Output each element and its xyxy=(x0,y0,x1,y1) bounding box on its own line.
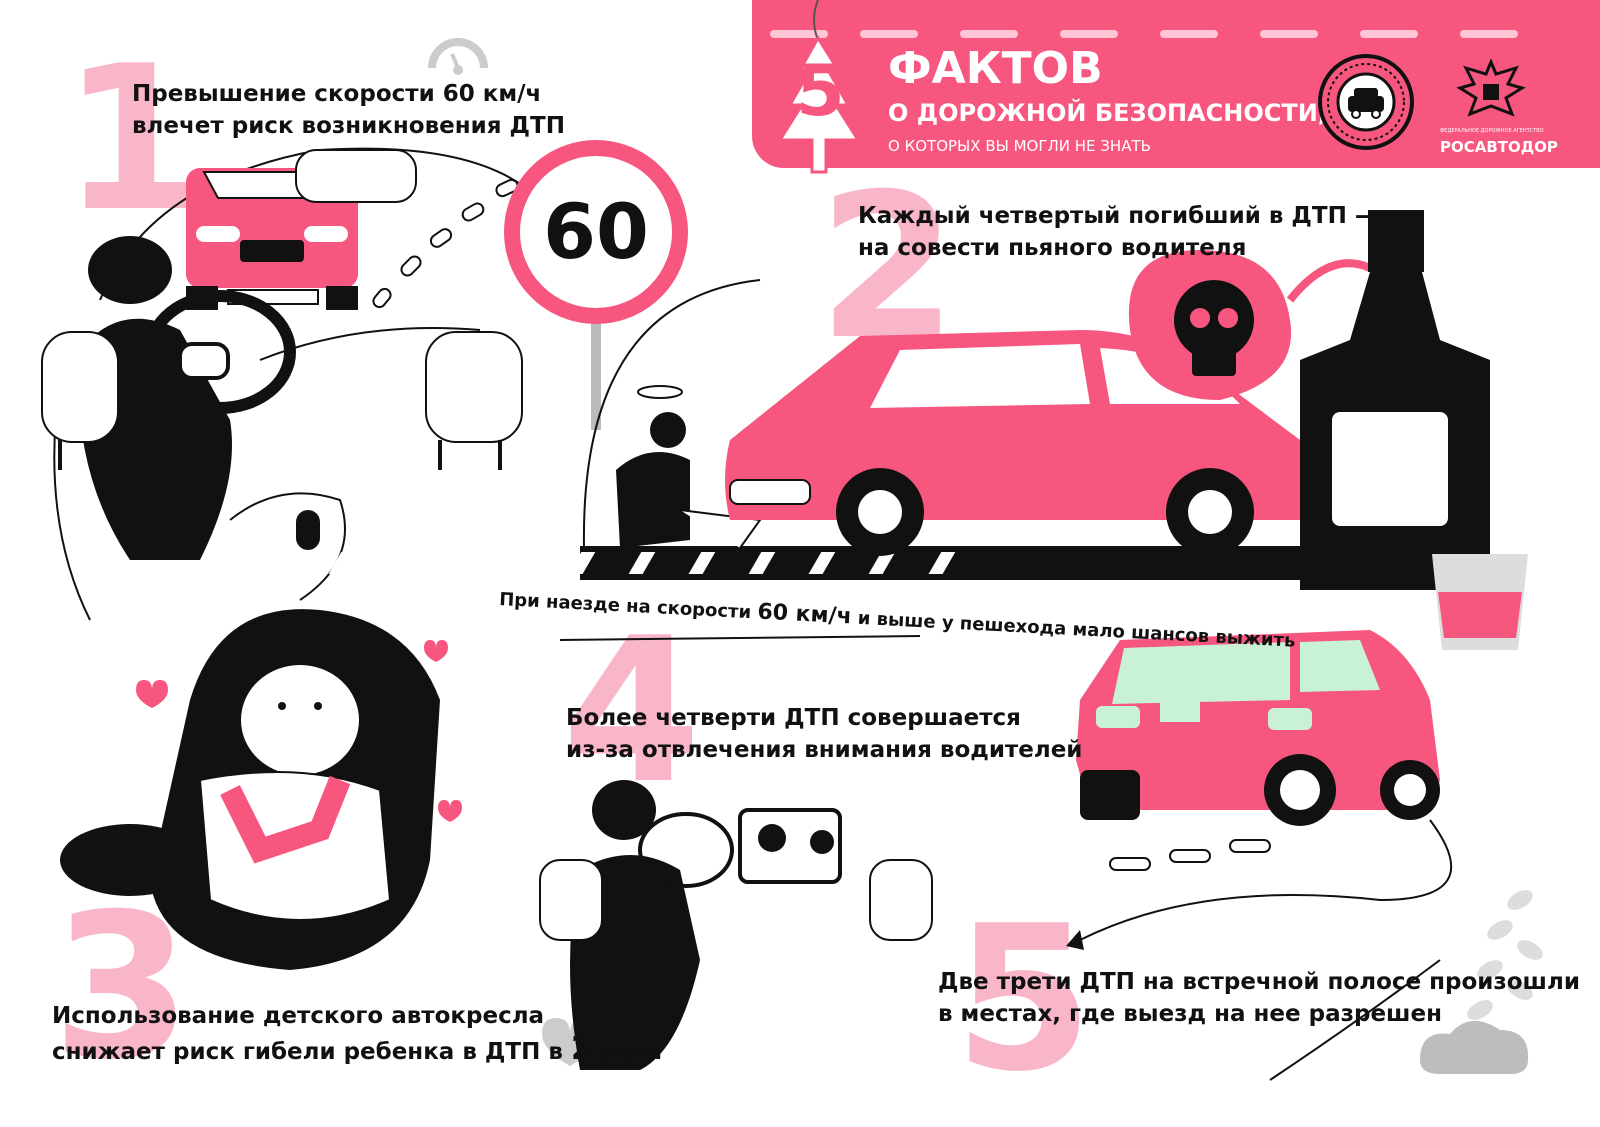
crosswalk-icon xyxy=(268,546,1300,580)
fact-4-line2: из-за отвлечения внимания водителей xyxy=(566,737,1083,763)
glass-icon xyxy=(1432,554,1528,650)
fact-1-number: 1 xyxy=(62,23,202,256)
speed-limit-sign-icon xyxy=(504,140,688,430)
fact-2-line2: на совести пьяного водителя xyxy=(858,235,1247,261)
header-badge-number: 5 xyxy=(796,50,845,132)
road-dash xyxy=(860,30,918,38)
child-car-seat-icon xyxy=(60,609,440,970)
fact-2-text: Каждый четвертый погибший в ДТП — на сов… xyxy=(858,200,1378,264)
agency-label: РОСАВТОДОР xyxy=(1440,138,1558,156)
road-dash xyxy=(1460,30,1518,38)
skull-icon xyxy=(1128,250,1372,400)
fact-1-text: Превышение скорости 60 км/ч влечет риск … xyxy=(132,78,565,142)
fact-3-line2-number: 2 xyxy=(570,1029,594,1067)
fact-3-line1: Использование детского автокресла xyxy=(52,1003,545,1029)
fact-5-line2: в местах, где выезд на нее разрешен xyxy=(938,1001,1442,1027)
fact-1-line2: влечет риск возникновения ДТП xyxy=(132,113,565,139)
tree-tag-icon xyxy=(777,0,861,174)
plant-icon xyxy=(1467,890,1543,1020)
road-dash xyxy=(1160,30,1218,38)
fact-5-text: Две трети ДТП на встречной полосе произо… xyxy=(938,966,1580,1030)
header-subtitle: О ДОРОЖНОЙ БЕЗОПАСНОСТИ, xyxy=(888,99,1327,127)
road-dash xyxy=(1260,30,1318,38)
distracted-driver-icon xyxy=(539,780,933,1070)
traffic-police-emblem-icon xyxy=(1318,54,1414,150)
header-subtitle-secondary: О КОТОРЫХ ВЫ МОГЛИ НЕ ЗНАТЬ xyxy=(888,137,1151,155)
bush-icon xyxy=(1420,1020,1529,1074)
pedestrian-warning-speed: 60 км/ч xyxy=(756,599,853,630)
road-dash xyxy=(770,30,828,38)
hatchback-car-icon xyxy=(1076,630,1440,826)
road-dash xyxy=(1360,30,1418,38)
fact-3-line2: снижает риск гибели ребенка в ДТП в 2 ра… xyxy=(52,1032,662,1068)
road-dash xyxy=(960,30,1018,38)
fact-3-line2-pre: снижает риск гибели ребенка в ДТП в xyxy=(52,1039,571,1065)
speed-sign-value: 60 xyxy=(543,187,649,276)
road-dash xyxy=(1060,30,1118,38)
agency-small-label: ФЕДЕРАЛЬНОЕ ДОРОЖНОЕ АГЕНТСТВО xyxy=(1440,128,1544,134)
fact-4-line1: Более четверти ДТП совершается xyxy=(566,705,1021,731)
fact-4-number: 4 xyxy=(562,595,702,828)
fact-5-line1: Две трети ДТП на встречной полосе произо… xyxy=(938,969,1580,995)
header-title: ФАКТОВ xyxy=(888,43,1103,94)
eagle-emblem-icon xyxy=(1456,58,1526,117)
header-banner xyxy=(752,0,1600,168)
fact-3-text: Использование детского автокресла снижае… xyxy=(52,1000,662,1068)
fact-5-number: 5 xyxy=(954,883,1094,1116)
fact-2-line1: Каждый четвертый погибший в ДТП — xyxy=(858,203,1378,229)
fact-4-text: Более четверти ДТП совершается из-за отв… xyxy=(566,702,1082,766)
fact-1-line1: Превышение скорости 60 км/ч xyxy=(132,81,542,107)
speedometer-icon xyxy=(428,38,488,75)
fact-3-line2-post: раза xyxy=(593,1039,663,1065)
bottle-icon xyxy=(1300,210,1490,590)
